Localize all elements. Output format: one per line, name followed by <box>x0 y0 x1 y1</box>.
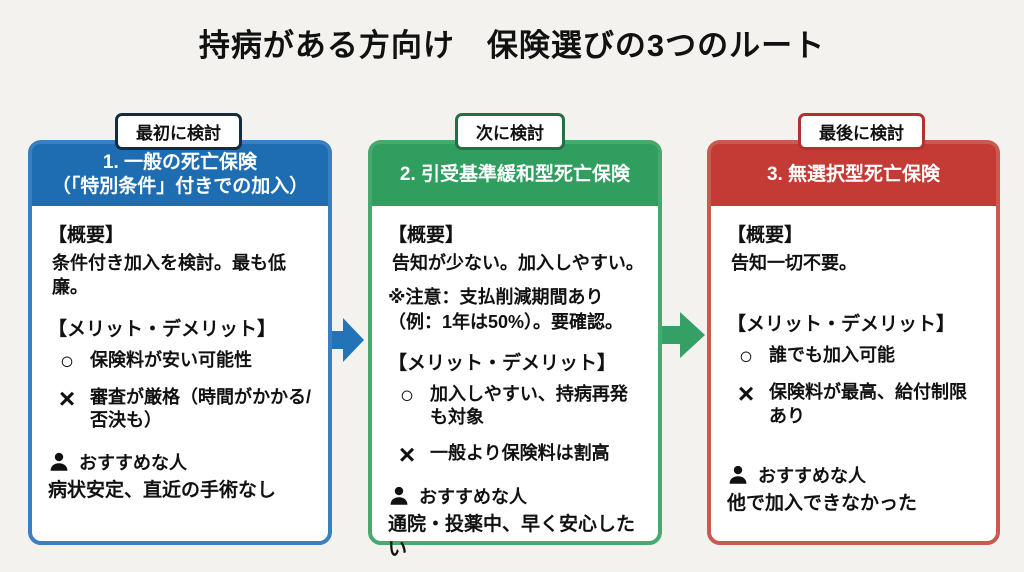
card3-demerit-row: × 保険料が最高、給付制限あり <box>727 378 982 428</box>
card3-recommend-row: おすすめな人 <box>727 462 982 488</box>
card2-demerit-row: × 一般より保険料は割高 <box>388 438 644 470</box>
person-icon <box>50 452 68 471</box>
card2-overview-text: 告知が少ない。加入しやすい。 <box>392 253 644 273</box>
cross-demerit-icon: × <box>398 438 416 470</box>
card1-demerit-row: × 審査が厳格（時間がかかる/否決も） <box>48 382 314 433</box>
card2-merit-row: ○ 加入しやすい、持病再発も対象 <box>388 383 644 430</box>
card2-merit-text: 加入しやすい、持病再発も対象 <box>430 383 628 428</box>
card1-recommend-row: おすすめな人 <box>48 449 314 475</box>
badge-consider-next: 次に検討 <box>455 113 565 150</box>
card1-recommend-label: おすすめな人 <box>79 452 187 473</box>
card-relaxed-underwriting-insurance: 2. 引受基準緩和型死亡保険 【概要】 告知が少ない。加入しやすい。 ※注意：支… <box>368 140 662 560</box>
card2-demerit-text: 一般より保険料は割高 <box>430 442 610 463</box>
card2-title: 2. 引受基準緩和型死亡保険 <box>372 144 658 206</box>
card3-body: 【概要】 告知一切不要。 【メリット・デメリット】 ○ 誰でも加入可能 × 保険… <box>711 206 996 527</box>
card1-overview-text: 条件付き加入を検討。最も低廉。 <box>52 253 286 298</box>
card2-overview-label: 【概要】 <box>388 225 465 246</box>
card1-overview-label: 【概要】 <box>48 225 125 246</box>
cross-demerit-icon: × <box>58 382 76 414</box>
card2-recommend-row: おすすめな人 <box>388 483 644 509</box>
card3-demerit-text: 保険料が最高、給付制限あり <box>769 382 967 426</box>
card-general-death-insurance: 1. 一般の死亡保険 （「特別条件」付きでの加入） 【概要】 条件付き加入を検討… <box>28 140 332 545</box>
card1-merit-text: 保険料が安い可能性 <box>90 349 252 370</box>
card3-title: 3. 無選択型死亡保険 <box>711 144 996 206</box>
card3-merits-label: 【メリット・デメリット】 <box>727 314 956 336</box>
card3-merit-row: ○ 誰でも加入可能 <box>727 344 982 369</box>
circle-merit-icon: ○ <box>738 343 754 371</box>
badge-consider-last: 最後に検討 <box>798 113 925 150</box>
card2-recommend-label: おすすめな人 <box>419 486 527 507</box>
card3-merit-text: 誰でも加入可能 <box>769 345 895 366</box>
card1-title: 1. 一般の死亡保険 （「特別条件」付きでの加入） <box>32 144 328 206</box>
card3-overview-text: 告知一切不要。 <box>731 253 857 273</box>
card2-body: 【概要】 告知が少ない。加入しやすい。 ※注意：支払削減期間あり（例：1年は50… <box>372 206 658 572</box>
card2-note: ※注意：支払削減期間あり（例：1年は50%）。要確認。 <box>388 287 624 332</box>
right-arrow-green <box>648 312 705 358</box>
card1-demerit-text: 審査が厳格（時間がかかる/否決も） <box>90 386 311 431</box>
cross-demerit-icon: × <box>737 378 755 410</box>
card3-recommend-label: おすすめな人 <box>758 466 866 487</box>
card1-body: 【概要】 条件付き加入を検討。最も低廉。 【メリット・デメリット】 ○ 保険料が… <box>32 206 328 513</box>
right-arrow-blue <box>315 318 364 362</box>
card3-overview-label: 【概要】 <box>727 225 804 246</box>
person-icon <box>390 486 408 505</box>
page-title: 持病がある方向け 保険選びの3つのルート <box>198 28 826 63</box>
card-no-selection-insurance: 3. 無選択型死亡保険 【概要】 告知一切不要。 【メリット・デメリット】 ○ … <box>707 140 1000 545</box>
circle-merit-icon: ○ <box>59 347 75 375</box>
card1-merits-label: 【メリット・デメリット】 <box>48 318 277 340</box>
card2-recommend-text: 通院・投薬中、早く安心したい <box>388 513 636 560</box>
card1-merit-row: ○ 保険料が安い可能性 <box>48 347 314 375</box>
circle-merit-icon: ○ <box>399 381 415 409</box>
card3-recommend-text: 他で加入できなかった <box>727 493 918 515</box>
badge-consider-first: 最初に検討 <box>115 113 242 150</box>
person-icon <box>729 466 747 484</box>
card1-recommend-text: 病状安定、直近の手術なし <box>48 479 277 501</box>
card2-merits-label: 【メリット・デメリット】 <box>388 352 617 374</box>
